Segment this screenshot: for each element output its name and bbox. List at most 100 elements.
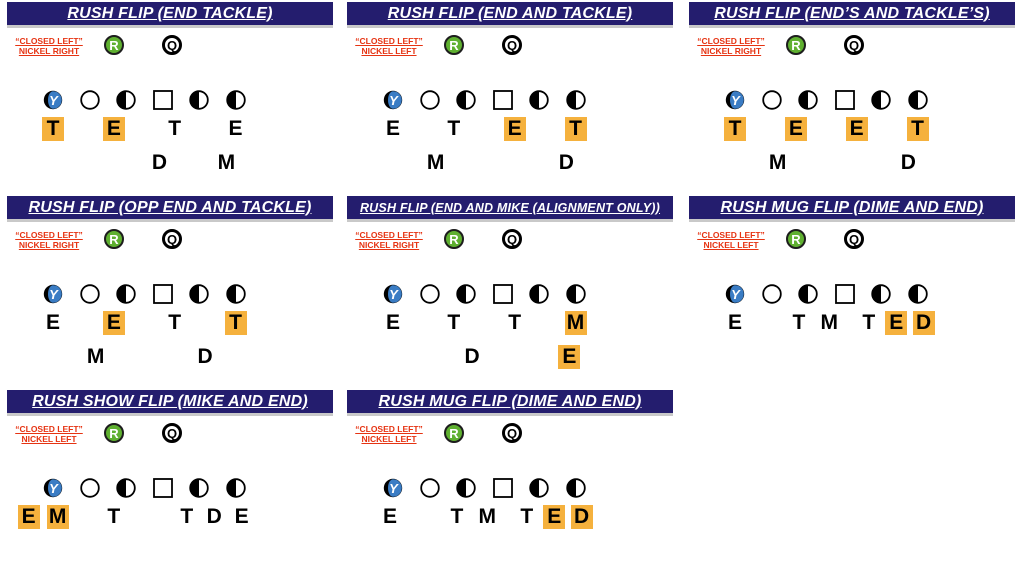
highlighted-defender: T bbox=[564, 117, 587, 141]
r-marker-icon: R bbox=[786, 35, 806, 55]
subtitle-line: NICKEL LEFT bbox=[361, 46, 417, 56]
highlighted-defender: T bbox=[42, 117, 64, 141]
defender: E bbox=[385, 311, 400, 334]
panel-title: RUSH MUG FLIP (DIME AND END) bbox=[720, 198, 984, 216]
center-square-icon bbox=[152, 284, 173, 304]
defender: T bbox=[107, 505, 121, 528]
formation-subtitle: “CLOSED LEFT”NICKEL LEFT bbox=[10, 424, 88, 444]
defender: M bbox=[426, 151, 445, 174]
defender: D bbox=[197, 345, 213, 368]
half-circle-icon bbox=[456, 284, 476, 304]
highlighted-defender: T bbox=[906, 117, 929, 141]
half-circle-icon bbox=[798, 284, 818, 304]
defender: E bbox=[727, 311, 742, 334]
half-circle-icon bbox=[529, 90, 549, 110]
panel-title-bar: RUSH FLIP (END TACKLE) bbox=[7, 2, 333, 28]
center-square-icon bbox=[492, 284, 513, 304]
panel-title-bar: RUSH FLIP (END’S AND TACKLE’S) bbox=[689, 2, 1015, 28]
half-circle-icon bbox=[189, 284, 209, 304]
highlighted-defender: E bbox=[558, 345, 581, 369]
half-circle-icon bbox=[565, 478, 586, 498]
y-label: Y bbox=[389, 481, 399, 496]
highlighted-defender: E bbox=[784, 117, 807, 141]
subtitle-line: NICKEL RIGHT bbox=[18, 46, 80, 56]
half-circle-icon bbox=[456, 90, 476, 110]
open-circle-icon bbox=[79, 284, 100, 304]
y-receiver-icon: Y bbox=[43, 478, 63, 498]
half-circle-icon bbox=[907, 284, 928, 304]
panel-title: RUSH FLIP (END AND MIKE (ALIGNMENT ONLY)… bbox=[359, 200, 661, 215]
panel-title-bar: RUSH FLIP (END AND MIKE (ALIGNMENT ONLY)… bbox=[347, 196, 673, 222]
formation-subtitle: “CLOSED LEFT”NICKEL RIGHT bbox=[10, 36, 88, 56]
defender: E bbox=[228, 117, 243, 140]
panel-title-bar: RUSH SHOW FLIP (MIKE AND END) bbox=[7, 390, 333, 416]
formation-panel: RUSH FLIP (END TACKLE) “CLOSED LEFT”NICKE… bbox=[5, 0, 335, 180]
subtitle-line: “CLOSED LEFT” bbox=[697, 230, 765, 240]
highlighted-defender: E bbox=[102, 117, 125, 141]
half-circle-icon bbox=[529, 478, 549, 498]
defender: E bbox=[234, 505, 249, 528]
subtitle-line: NICKEL RIGHT bbox=[18, 240, 80, 250]
formation-subtitle: “CLOSED LEFT”NICKEL RIGHT bbox=[692, 36, 770, 56]
highlighted-defender: T bbox=[724, 117, 746, 141]
highlighted-defender: E bbox=[102, 311, 125, 335]
highlighted-defender: E bbox=[845, 117, 868, 141]
r-marker-icon: R bbox=[786, 229, 806, 249]
half-circle-icon bbox=[907, 90, 928, 110]
subtitle-line: “CLOSED LEFT” bbox=[355, 424, 423, 434]
half-circle-icon bbox=[116, 90, 136, 110]
defender: T bbox=[168, 117, 182, 140]
formation-panel: RUSH FLIP (END AND TACKLE)“CLOSED LEFT”N… bbox=[345, 0, 675, 180]
defender: T bbox=[447, 117, 461, 140]
y-label: Y bbox=[49, 93, 59, 108]
panel-title-bar: RUSH MUG FLIP (DIME AND END) bbox=[347, 390, 673, 416]
q-marker-icon: Q bbox=[162, 35, 182, 55]
open-circle-icon bbox=[419, 478, 440, 498]
half-circle-icon bbox=[116, 478, 136, 498]
center-square-icon bbox=[152, 90, 173, 110]
defender: D bbox=[464, 345, 480, 368]
panel-title: RUSH SHOW FLIP (MIKE AND END) bbox=[32, 392, 308, 410]
panel-title: RUSH FLIP (END AND TACKLE) bbox=[387, 4, 633, 22]
formation-panel: RUSH FLIP (OPP END AND TACKLE)“CLOSED LE… bbox=[5, 194, 335, 374]
highlighted-defender: D bbox=[570, 505, 593, 529]
y-receiver-icon: Y bbox=[383, 90, 403, 110]
y-receiver-icon: Y bbox=[725, 284, 745, 304]
defender: T bbox=[862, 311, 876, 334]
panel-title-bar: RUSH MUG FLIP (DIME AND END) bbox=[689, 196, 1015, 222]
q-marker-icon: Q bbox=[502, 35, 522, 55]
half-circle-icon bbox=[116, 284, 136, 304]
highlighted-defender: M bbox=[46, 505, 69, 529]
highlighted-defender: M bbox=[564, 311, 587, 335]
formation-panel: RUSH SHOW FLIP (MIKE AND END) “CLOSED LEF… bbox=[5, 388, 335, 568]
defender: T bbox=[792, 311, 806, 334]
y-label: Y bbox=[731, 287, 741, 302]
y-receiver-icon: Y bbox=[383, 478, 403, 498]
y-receiver-icon: Y bbox=[43, 284, 63, 304]
half-circle-icon bbox=[225, 90, 246, 110]
q-marker-icon: Q bbox=[162, 423, 182, 443]
half-circle-icon bbox=[189, 478, 209, 498]
defender: T bbox=[180, 505, 194, 528]
y-label: Y bbox=[49, 481, 59, 496]
y-receiver-icon: Y bbox=[43, 90, 63, 110]
defender: D bbox=[206, 505, 222, 528]
defender: T bbox=[450, 505, 464, 528]
defender: T bbox=[508, 311, 522, 334]
center-square-icon bbox=[492, 478, 513, 498]
formation-panel: RUSH FLIP (END AND MIKE (ALIGNMENT ONLY)… bbox=[345, 194, 675, 374]
subtitle-line: NICKEL LEFT bbox=[703, 240, 759, 250]
r-marker-icon: R bbox=[104, 229, 124, 249]
subtitle-line: “CLOSED LEFT” bbox=[697, 36, 765, 46]
formation-subtitle: “CLOSED LEFT”NICKEL LEFT bbox=[350, 424, 428, 444]
subtitle-line: “CLOSED LEFT” bbox=[355, 230, 423, 240]
r-marker-icon: R bbox=[444, 35, 464, 55]
highlighted-defender: E bbox=[17, 505, 40, 529]
y-label: Y bbox=[389, 93, 399, 108]
defender: D bbox=[900, 151, 916, 174]
defender: T bbox=[168, 311, 182, 334]
half-circle-icon bbox=[529, 284, 549, 304]
half-circle-icon bbox=[871, 284, 891, 304]
formation-subtitle: “CLOSED LEFT”NICKEL RIGHT bbox=[350, 230, 428, 250]
subtitle-line: “CLOSED LEFT” bbox=[15, 36, 83, 46]
